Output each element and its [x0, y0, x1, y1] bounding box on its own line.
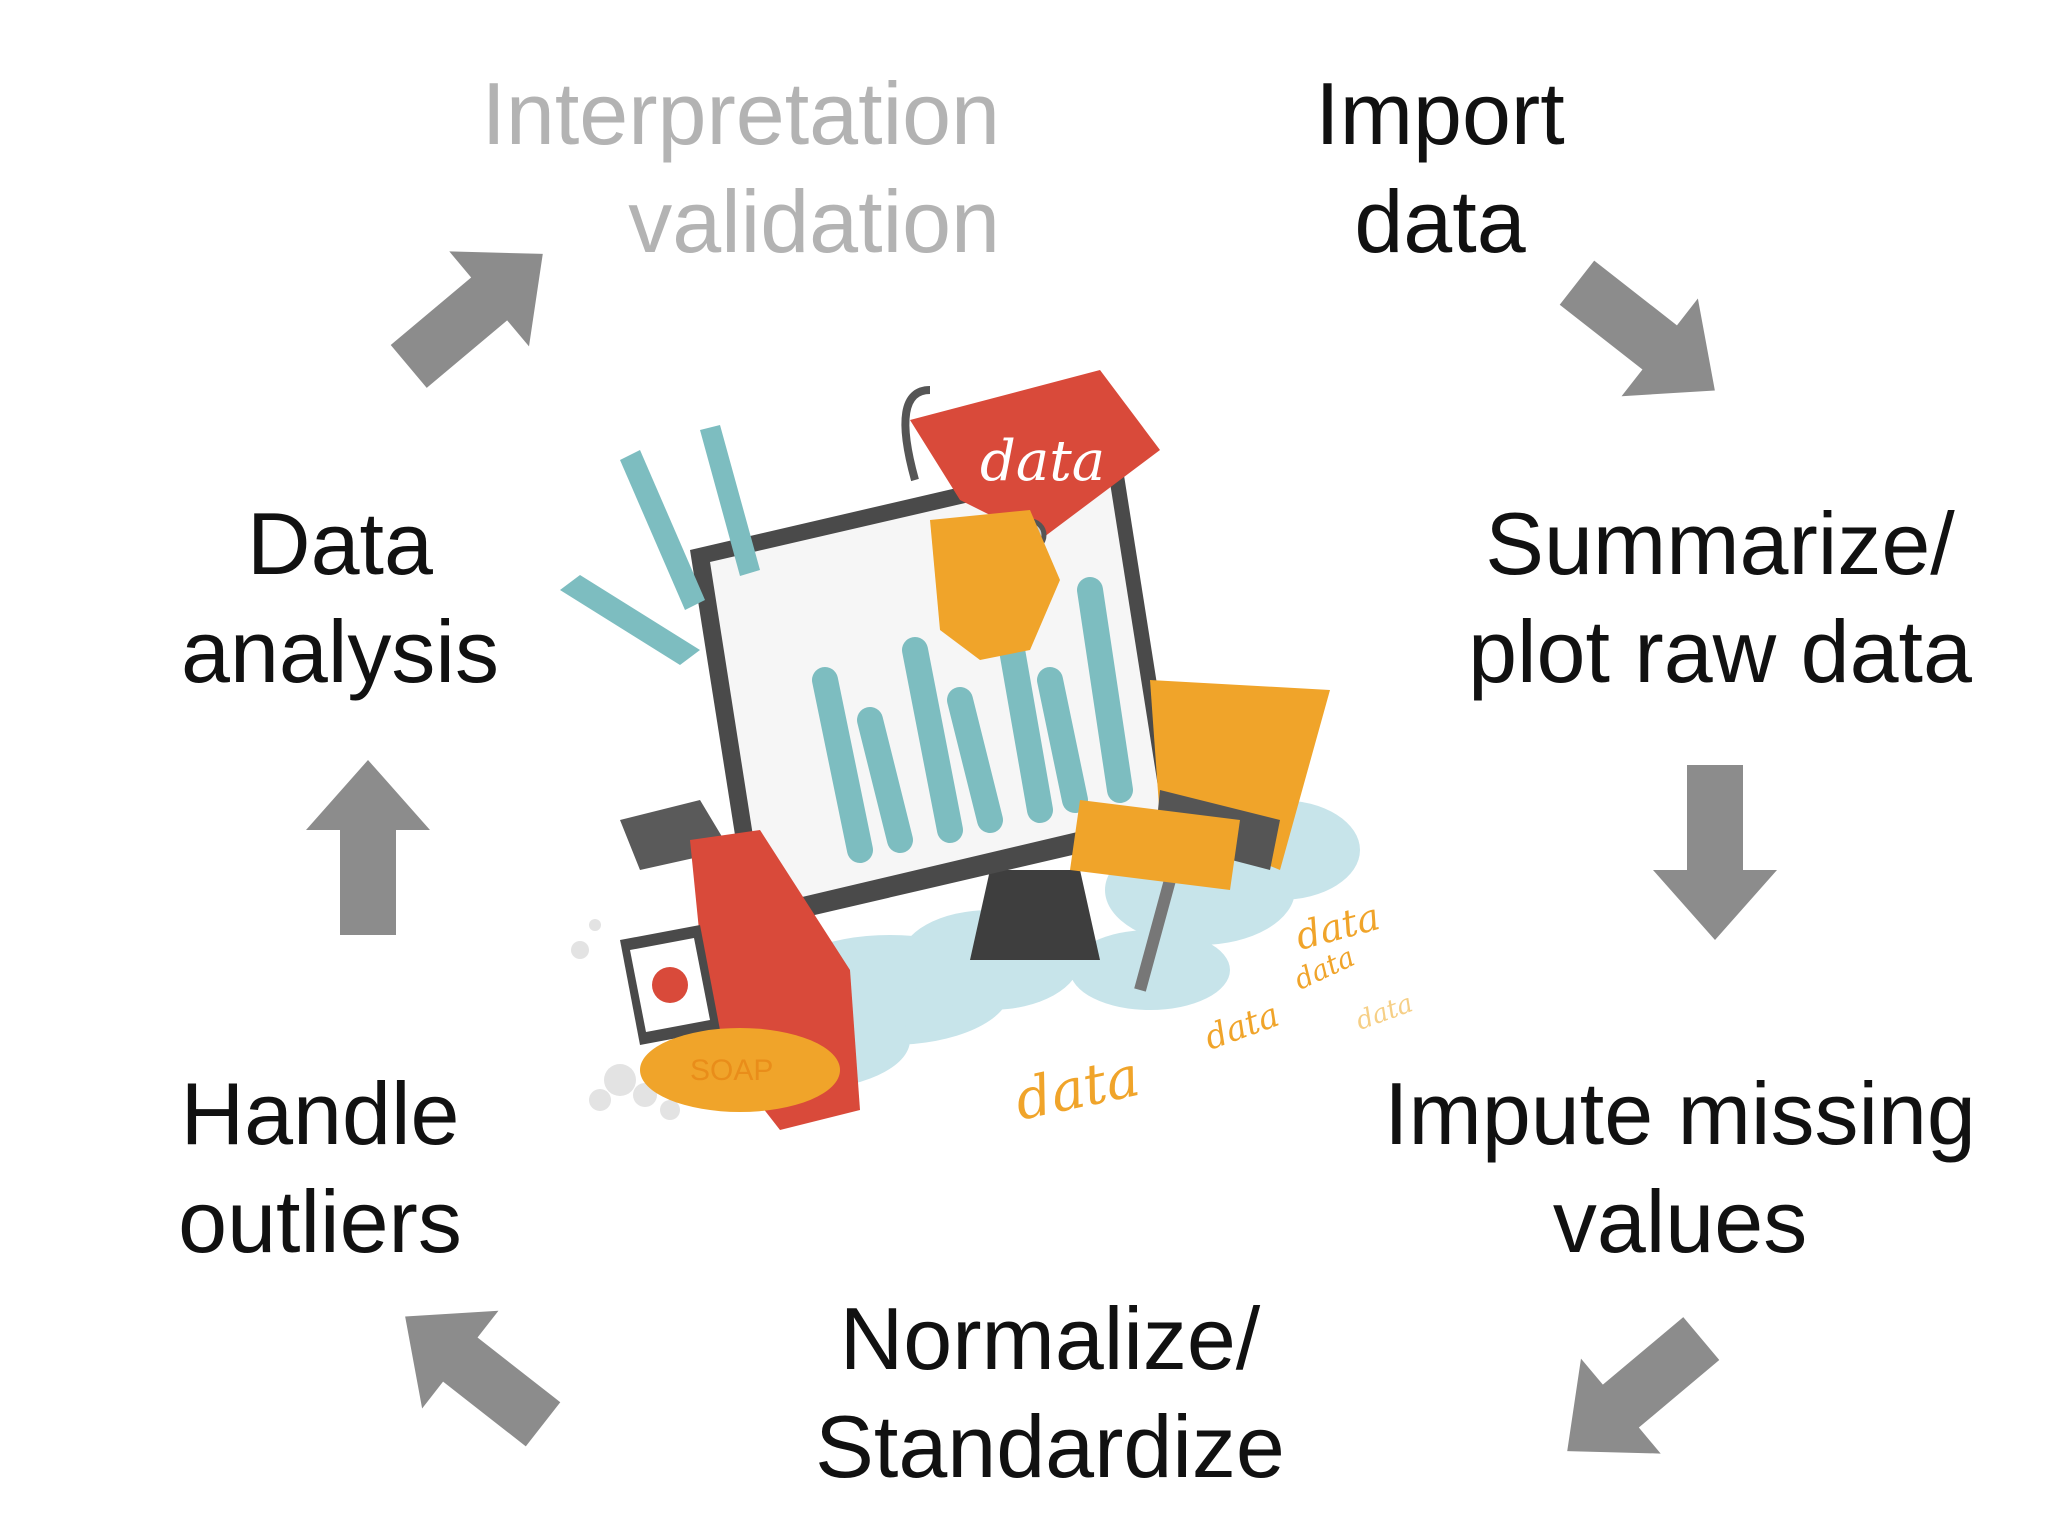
arrow-to-summarize-icon — [1538, 233, 1754, 440]
bucket-label: data — [980, 429, 1105, 494]
bar-chart-icon — [812, 577, 1133, 863]
step-handle-outliers: Handle outliers — [160, 1060, 480, 1276]
sponge-icon — [1070, 800, 1240, 890]
step-line: plot raw data — [1468, 602, 1972, 701]
step-line: values — [1552, 1172, 1808, 1271]
step-line: analysis — [181, 602, 499, 701]
step-line: outliers — [178, 1172, 462, 1271]
scattered-label: data — [1291, 894, 1384, 958]
step-line: data — [1354, 172, 1526, 271]
step-line: Interpretation — [481, 64, 1000, 163]
soap-label: SOAP — [690, 1054, 773, 1087]
step-line: Impute missing — [1384, 1064, 1976, 1163]
glove-icon — [930, 510, 1060, 660]
step-line: Handle — [180, 1064, 460, 1163]
step-line: Import — [1315, 64, 1565, 163]
step-line: validation — [628, 172, 1000, 271]
step-line: Summarize/ — [1485, 494, 1955, 593]
data-cleaning-illustration-icon: data SOAP data data data data data — [560, 370, 1417, 1134]
scattered-label: data — [1199, 995, 1284, 1059]
scattered-label: data — [1352, 989, 1417, 1037]
monitor-stand-icon — [970, 870, 1100, 960]
arrow-to-normalize-icon — [1527, 1291, 1742, 1499]
phone-icon — [620, 925, 720, 1045]
step-interpretation-validation: Interpretation validation — [455, 60, 1000, 276]
step-summarize-plot: Summarize/ plot raw data — [1440, 490, 2000, 706]
bucket-icon: data — [901, 370, 1160, 552]
scattered-label: data — [1009, 1044, 1145, 1134]
step-impute-missing: Impute missing values — [1360, 1060, 2000, 1276]
arrow-to-impute-icon — [1653, 765, 1777, 940]
clothespin-icon — [560, 425, 760, 665]
foam-icon — [571, 919, 680, 1120]
step-line: Normalize/ — [839, 1289, 1261, 1388]
soap-icon: SOAP — [640, 1028, 840, 1112]
step-normalize-standardize: Normalize/ Standardize — [780, 1285, 1320, 1501]
arrow-to-interpretation-icon — [368, 206, 583, 414]
step-data-analysis: Data analysis — [170, 490, 510, 706]
step-line: Standardize — [815, 1397, 1285, 1496]
arrow-to-outliers-icon — [366, 1267, 582, 1474]
step-import-data: Import data — [1300, 60, 1580, 276]
step-line: Data — [247, 494, 433, 593]
arrow-to-analysis-icon — [306, 760, 430, 935]
